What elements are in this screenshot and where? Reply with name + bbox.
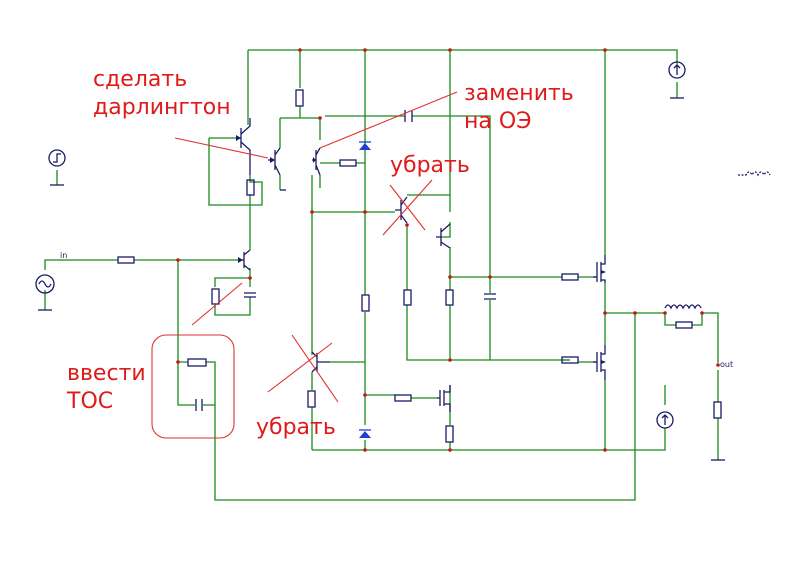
darlington-note: сделать дарлингтон [93,66,231,122]
net-label-in: in [60,251,67,260]
sources [35,61,686,429]
remove-top-cross [382,179,433,236]
feedback-box [151,334,235,439]
remove-top-note: убрать [390,153,470,178]
replace-ce-note-line2: на ОЭ [464,109,532,134]
feedback-note-line1: ввести [67,361,146,386]
resistors [117,89,722,443]
bias-slash [191,282,243,326]
remove-bottom-cross [267,334,339,403]
feedback-note-line2: ТОС [67,389,114,414]
net-label-out: out [720,360,733,369]
replace-ce-pointer-line [319,91,458,149]
junctions [176,48,720,452]
darlington-pointer-line [174,137,269,159]
replace-ce-note-line1: заменить [464,81,574,106]
replace-ce-note: заменить на ОЭ [464,80,574,136]
darlington-note-line2: дарлингтон [93,95,231,120]
inductors [664,171,771,310]
transistors [236,118,606,412]
annotation-marks [151,91,458,439]
feedback-note: ввести ТОС [67,360,146,416]
diodes [359,141,371,438]
darlington-note-line1: сделать [93,67,188,92]
capacitors [195,110,496,411]
remove-bottom-note: убрать [256,415,336,440]
ground-stubs [280,189,725,461]
